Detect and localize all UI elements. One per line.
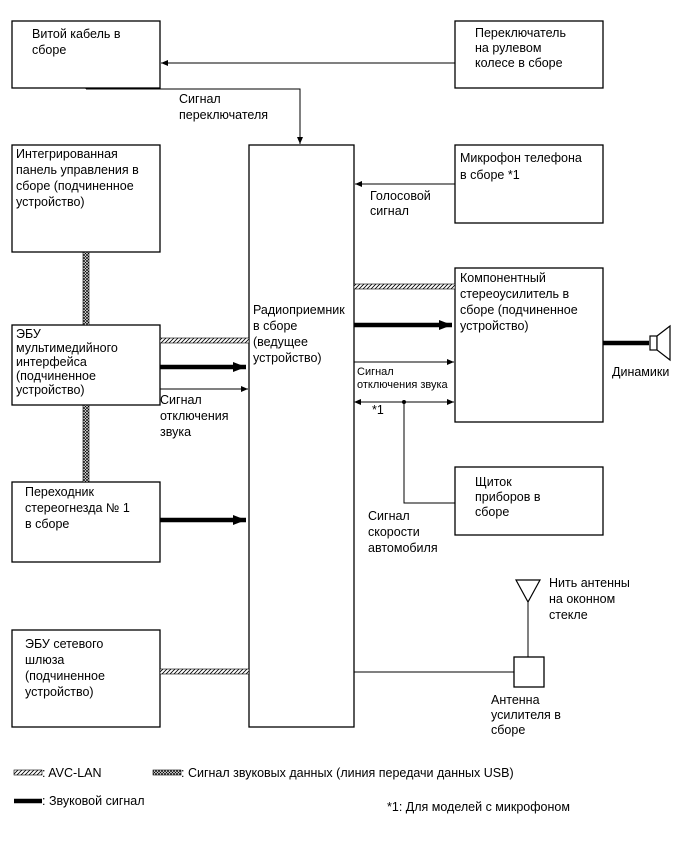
- avc-lan-bar-gateway: [159, 668, 250, 675]
- legend-audio-label: : Звуковой сигнал: [42, 794, 145, 808]
- speaker-icon: [649, 324, 671, 362]
- legend-usb-swatch: [152, 769, 182, 776]
- switch-signal-line: [86, 88, 303, 144]
- legend: : AVC-LAN : Сигнал звуковых данных (лини…: [13, 766, 570, 814]
- usb-data-bar-upper: [82, 251, 90, 326]
- avc-lan-bar-multimedia: [159, 337, 250, 344]
- footnote: *1: Для моделей с микрофоном: [387, 800, 570, 814]
- legend-avc-lan-label: : AVC-LAN: [42, 766, 102, 780]
- legend-usb-label: : Сигнал звуковых данных (линия передачи…: [181, 766, 514, 780]
- star-note-label: *1: [372, 403, 384, 417]
- speakers-label: Динамики: [612, 365, 669, 379]
- antenna-icon: [514, 579, 542, 657]
- avc-lan-bar-amplifier: [353, 283, 456, 290]
- legend-avc-lan-swatch: [13, 769, 43, 776]
- usb-data-bar-lower: [82, 404, 90, 483]
- vehicle-speed-line: [403, 402, 455, 504]
